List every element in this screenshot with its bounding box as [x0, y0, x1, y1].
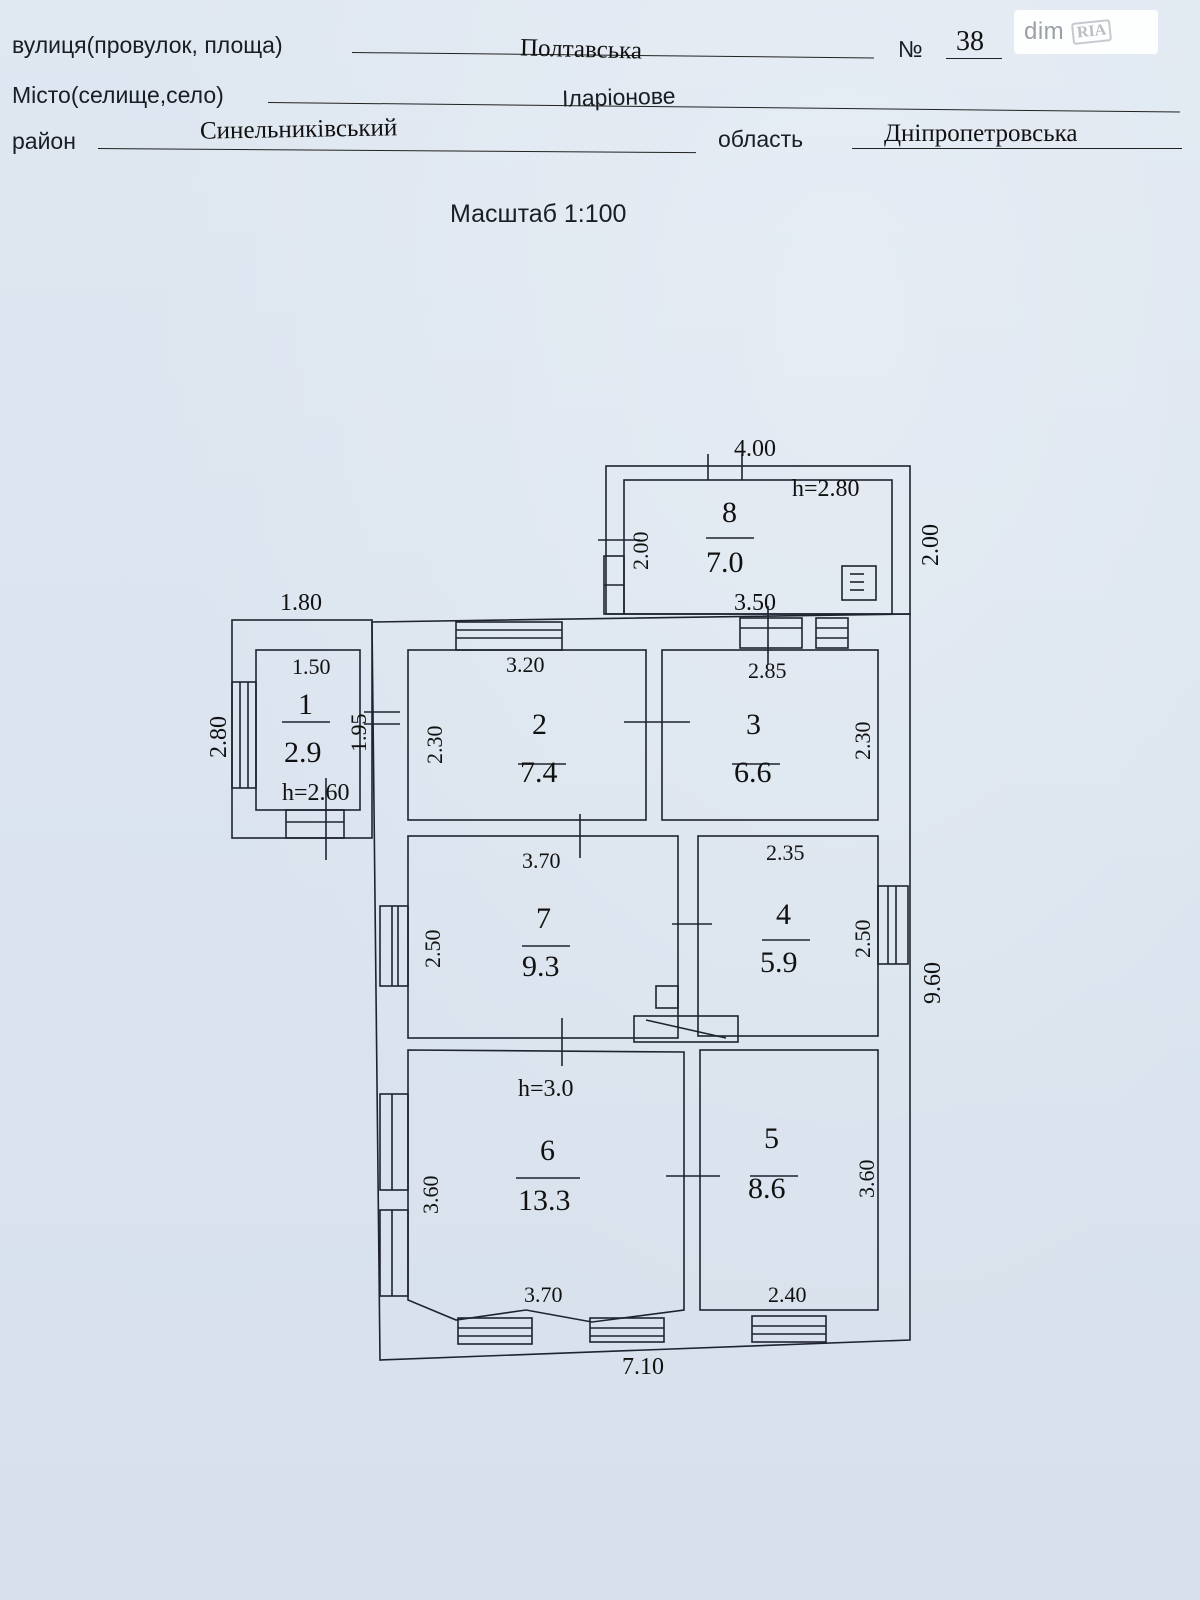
dim-room7-width: 3.70	[522, 848, 561, 873]
room-2-number: 2	[532, 708, 547, 741]
dim-room6-width: 3.70	[524, 1282, 563, 1307]
watermark-dim-text: dim	[1024, 18, 1065, 45]
dim-room4-depth: 2.50	[850, 920, 875, 959]
room-5-outline	[699, 1049, 879, 1311]
dim-room5-width: 2.40	[768, 1282, 807, 1307]
dim-room7-depth: 2.50	[420, 930, 445, 969]
region-underline	[852, 148, 1182, 149]
dim-annex-depth-right: 2.00	[918, 524, 944, 566]
room-8-outline	[623, 479, 893, 615]
room-6-number: 6	[540, 1134, 555, 1167]
boiler	[841, 565, 877, 601]
room-1-area: 2.9	[284, 736, 322, 769]
chimney	[655, 985, 679, 1009]
dim-porch-outer-width: 1.80	[280, 590, 322, 616]
room-2-area: 7.4	[520, 756, 558, 789]
room-3-number: 3	[746, 708, 761, 741]
room-4-number: 4	[776, 898, 791, 931]
dim-room5-depth: 3.60	[854, 1160, 879, 1199]
scale-label: Масштаб 1:100	[450, 200, 627, 228]
room-6-outline	[407, 1049, 685, 1323]
room-1-number: 1	[298, 688, 313, 721]
number-underline	[946, 58, 1002, 59]
room-5-number: 5	[764, 1122, 779, 1155]
room-7-number: 7	[536, 902, 551, 935]
dim-room6-depth: 3.60	[418, 1176, 443, 1215]
room-8-height: h=2.80	[792, 476, 860, 502]
region-value: Дніпропетровська	[884, 120, 1078, 147]
dim-ria-watermark: dim RIA	[1014, 10, 1158, 54]
number-value: 38	[956, 26, 984, 57]
region-label: область	[718, 126, 804, 152]
dim-room4-width: 2.35	[766, 840, 805, 865]
room-5-area: 8.6	[748, 1172, 786, 1205]
windows	[231, 555, 909, 1345]
dim-total-width: 7.10	[622, 1354, 664, 1380]
main-outer-wall	[371, 613, 911, 1361]
street-label: вулиця(провулок, площа)	[12, 32, 283, 58]
room-3-area: 6.6	[734, 756, 772, 789]
dim-annex-depth-left: 2.00	[628, 532, 653, 571]
room-6-area: 13.3	[518, 1184, 571, 1217]
number-label: №	[898, 36, 923, 62]
room-8-area: 7.0	[706, 546, 744, 579]
room-1-height: h=2.60	[282, 780, 350, 806]
district-label: район	[12, 128, 76, 154]
dim-porch-inner-width: 1.50	[292, 654, 331, 679]
dim-porch-outer-depth: 2.80	[206, 716, 232, 758]
dim-total-length: 9.60	[920, 962, 946, 1004]
room-8-number: 8	[722, 496, 737, 529]
dim-annex-inner: 3.50	[734, 590, 776, 616]
room-6-height: h=3.0	[518, 1076, 574, 1102]
dim-porch-inner-depth: 1.95	[346, 714, 371, 753]
dim-room2-depth: 2.30	[422, 726, 447, 765]
doors	[325, 454, 769, 1177]
dim-annex-width: 4.00	[734, 436, 776, 462]
dim-room2-width: 3.20	[506, 652, 545, 677]
stove	[633, 1015, 739, 1043]
city-label: Місто(селище,село)	[12, 82, 224, 108]
dim-room3-width: 2.85	[748, 658, 787, 683]
room-4-area: 5.9	[760, 946, 798, 979]
room-7-area: 9.3	[522, 950, 560, 983]
room-3-outline	[661, 649, 879, 821]
dim-room3-depth: 2.30	[850, 722, 875, 761]
